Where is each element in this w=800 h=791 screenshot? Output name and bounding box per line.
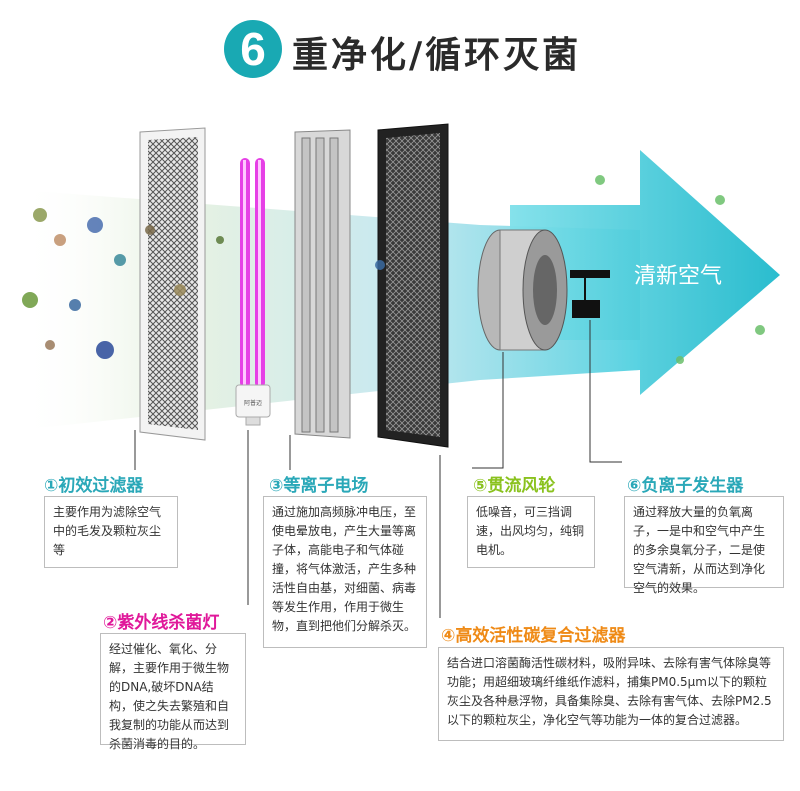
plasma-field-image (294, 129, 351, 439)
ion-generator-label: ⑥负离子发生器 (627, 476, 744, 496)
page-title: 6 重净化/循环灭菌 (0, 18, 800, 82)
ion-generator-desc: 通过释放大量的负氧离子，一是中和空气中产生的多余臭氧分子，二是使空气清新，从而达… (624, 496, 784, 595)
primary-filter-label: ①初效过滤器 (44, 476, 144, 496)
number-badge: 6 (224, 20, 282, 78)
fresh-air-arrow (510, 150, 780, 395)
ion-generator-image (570, 270, 610, 318)
fresh-air-label: 清新空气 (634, 264, 722, 289)
title-text: 重净化/循环灭菌 (292, 35, 582, 76)
cross-flow-fan-image (477, 229, 568, 351)
pollutant-particles (22, 175, 765, 364)
carbon-filter-image (377, 123, 449, 448)
cross-flow-fan-label: ⑤贯流风轮 (473, 476, 556, 496)
primary-filter-image (139, 127, 206, 441)
leader-lines (134, 320, 622, 618)
plasma-field-label: ③等离子电场 (269, 476, 369, 496)
uv-lamp-tag: 阿普迈 (244, 399, 262, 407)
uv-lamp-desc: 经过催化、氧化、分解，主要作用于微生物的DNA,破坏DNA结构，使之失去繁殖和自… (100, 633, 246, 751)
uv-lamp-image: 阿普迈 (235, 158, 271, 426)
carbon-filter-label: ④高效活性碳复合过滤器 (441, 626, 626, 646)
cross-flow-fan-desc: 低噪音，可三挡调速，出风均匀，纯铜电机。 (467, 496, 595, 568)
plasma-field-desc: 通过施加高频脉冲电压，至使电晕放电，产生大量等离子体，高能电子和气体碰撞，将气体… (263, 496, 427, 648)
carbon-filter-desc: 结合进口溶菌酶活性碳材料，吸附异味、去除有害气体除臭等功能；用超细玻璃纤维纸作滤… (438, 647, 784, 741)
primary-filter-desc: 主要作用为滤除空气中的毛发及颗粒灰尘等 (44, 496, 178, 568)
uv-lamp-label: ②紫外线杀菌灯 (103, 613, 220, 633)
